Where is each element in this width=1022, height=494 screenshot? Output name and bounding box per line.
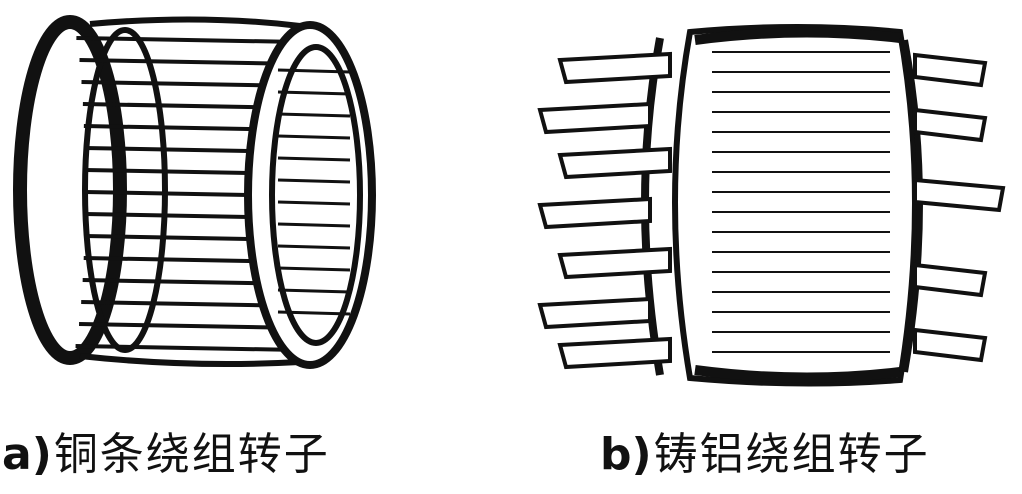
caption-b: b) 铸铝绕组转子	[600, 418, 930, 482]
cage-bottom-edge	[79, 353, 301, 367]
core-top-shade	[694, 27, 901, 45]
copper-bar-inner	[277, 178, 351, 184]
fan-blade	[913, 327, 988, 363]
fan-blade	[557, 336, 672, 370]
left-fan-blades	[537, 51, 672, 370]
copper-bar-inner	[277, 156, 351, 162]
left-end-ring-inner	[82, 27, 168, 353]
copper-bar	[75, 344, 301, 352]
fan-blade	[537, 296, 652, 330]
cage-top-edge	[89, 16, 301, 29]
fan-blade	[557, 246, 672, 280]
left-end-ring	[13, 15, 127, 365]
fan-blade	[913, 52, 988, 88]
fan-blade	[557, 51, 672, 85]
copper-bar-inner	[277, 134, 351, 140]
copper-bar-inner	[277, 288, 351, 294]
fan-blade	[913, 107, 988, 143]
copper-bar	[79, 58, 301, 66]
right-fan-blades	[913, 52, 1006, 363]
copper-bar-inner	[277, 90, 351, 96]
copper-bar-inner	[277, 68, 351, 74]
caption-b-text: 铸铝绕组转子	[653, 429, 930, 480]
copper-bars-through-ring	[277, 68, 351, 316]
copper-bar	[76, 36, 301, 44]
fan-blade	[913, 262, 988, 298]
core-bottom-shade	[694, 365, 901, 383]
fan-blade	[913, 177, 1006, 213]
fan-blade	[537, 101, 652, 135]
aluminium-bars	[712, 51, 890, 353]
rotor-core	[672, 24, 918, 387]
cast-aluminium-rotor	[537, 24, 1006, 387]
caption-a-text: 铜条绕组转子	[53, 429, 330, 480]
fan-blade	[537, 196, 652, 230]
caption-a: a) 铜条绕组转子	[2, 418, 330, 482]
copper-bar	[79, 322, 301, 330]
copper-bar-inner	[277, 244, 351, 250]
copper-bar-rotor	[13, 15, 376, 369]
copper-bar-inner	[277, 200, 351, 206]
copper-bar-inner	[277, 222, 351, 228]
copper-bar-inner	[277, 310, 351, 316]
caption-b-label: b)	[600, 429, 652, 480]
caption-a-label: a)	[2, 429, 52, 480]
fan-blade	[557, 146, 672, 180]
copper-bar-inner	[277, 112, 351, 118]
left-end-ring-b2	[673, 31, 692, 379]
copper-bar-inner	[277, 266, 351, 272]
